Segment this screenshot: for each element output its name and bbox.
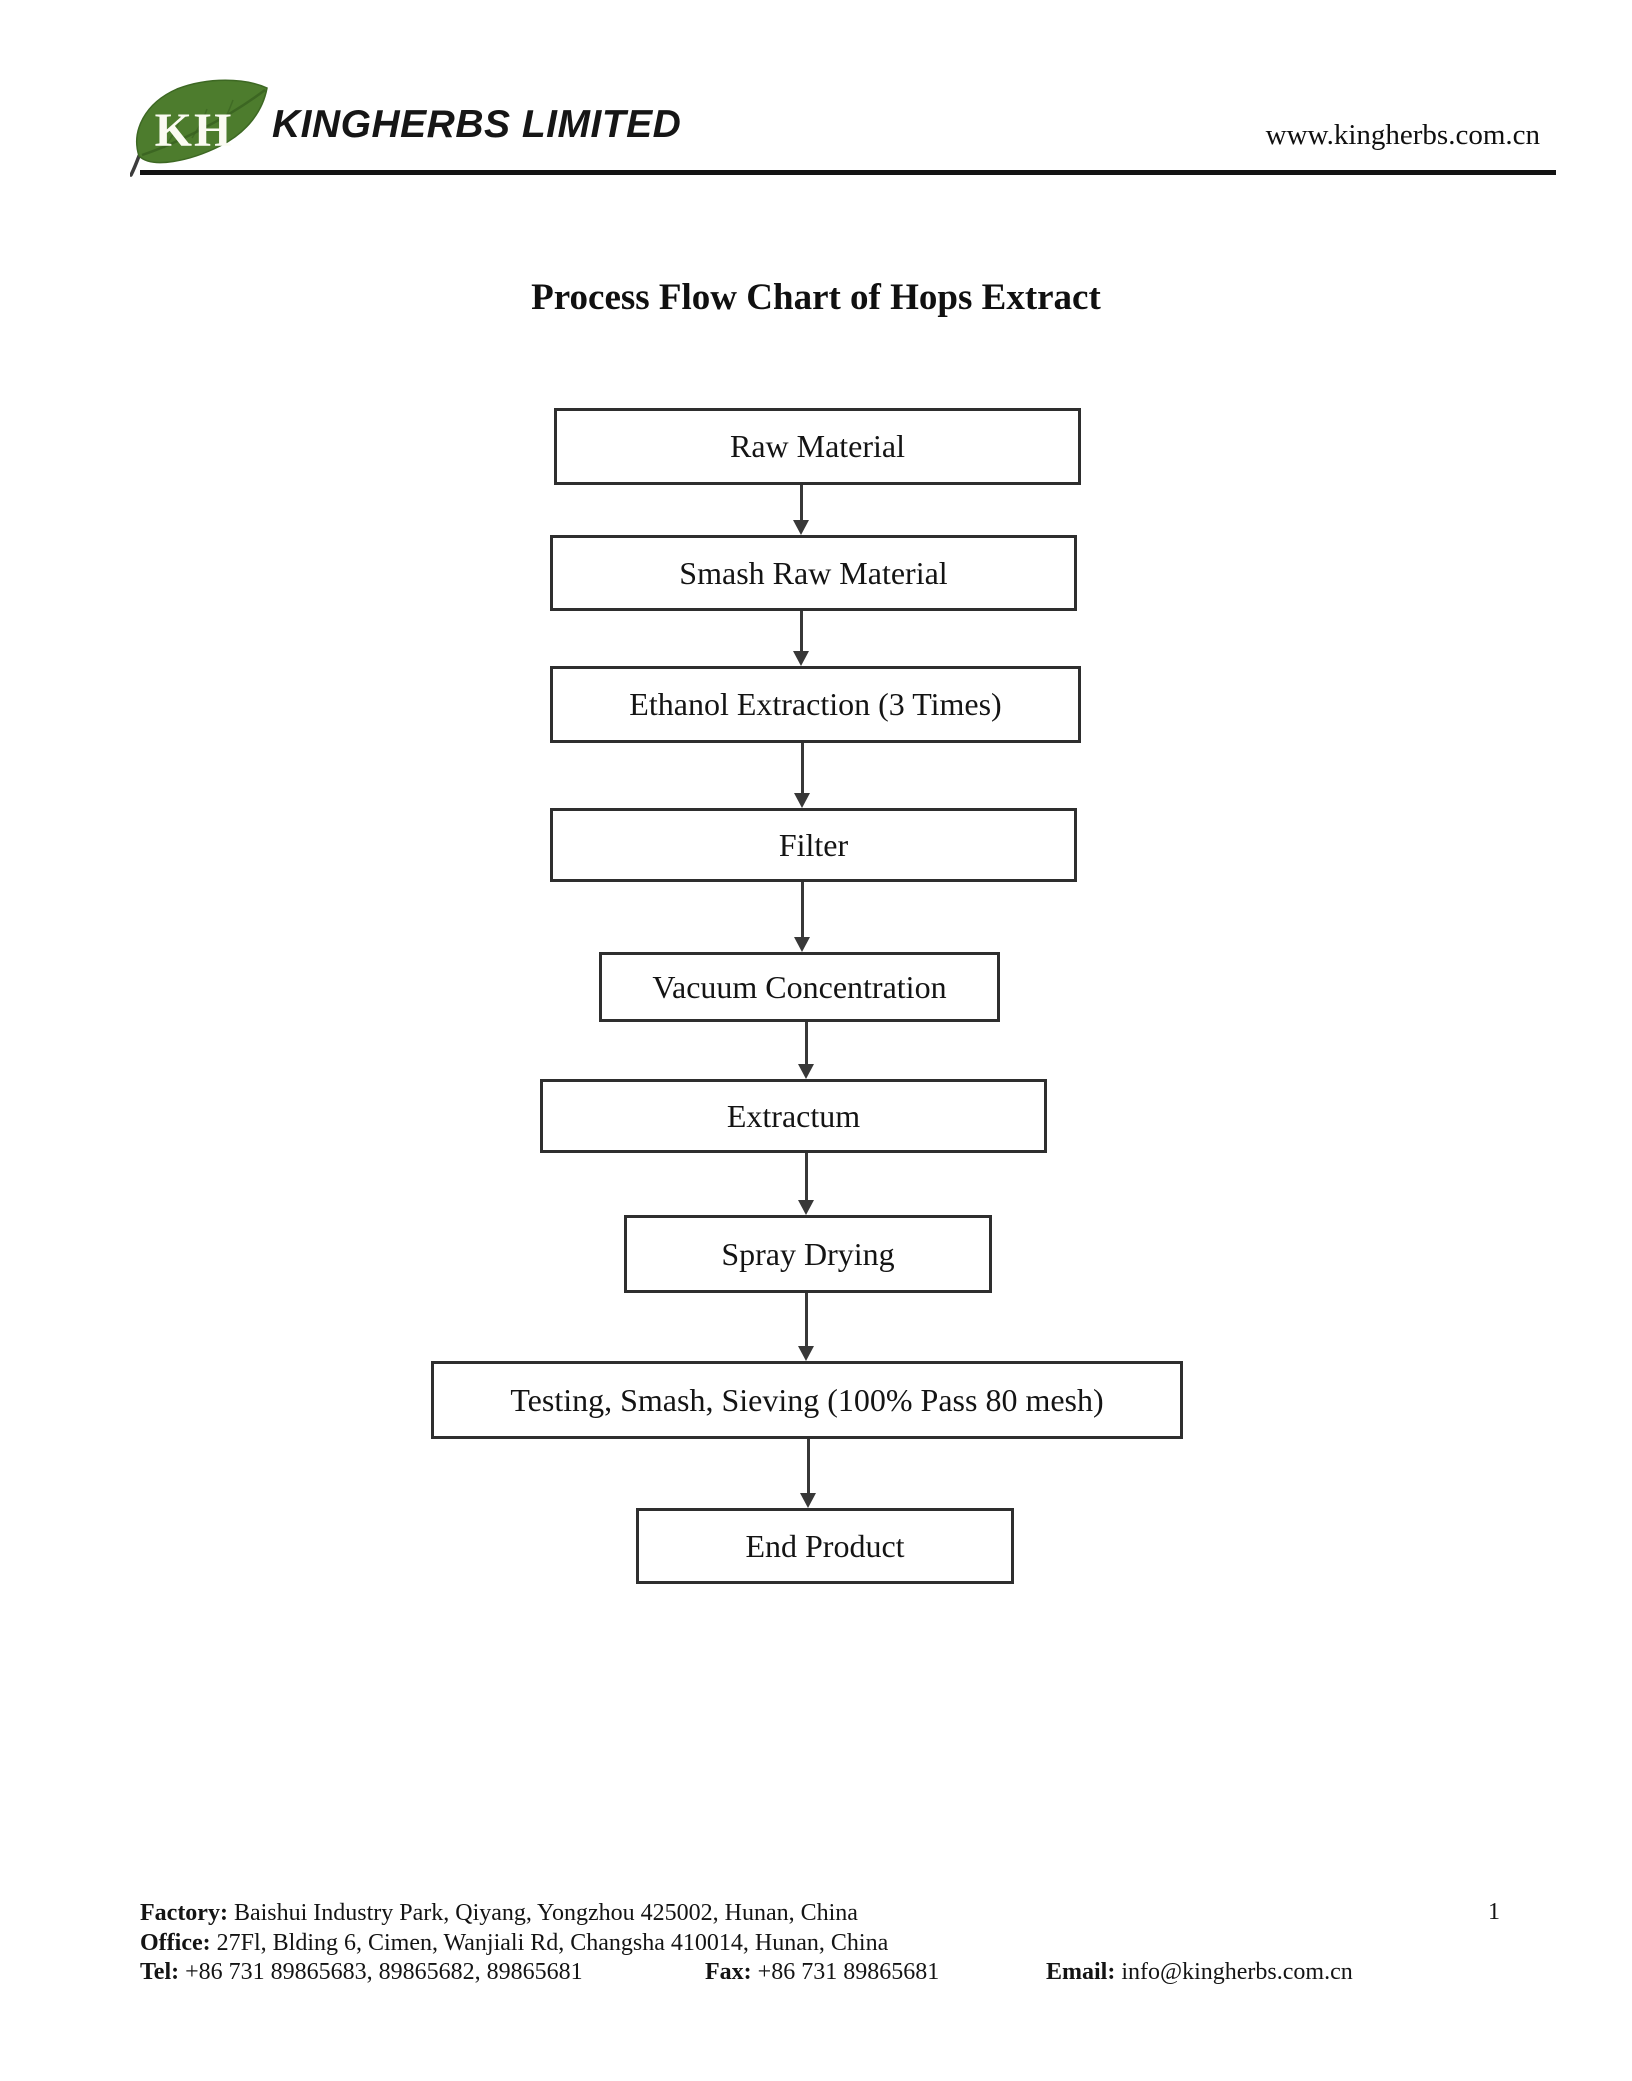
flow-arrow (798, 1022, 814, 1079)
office-value: 27Fl, Blding 6, Cimen, Wanjiali Rd, Chan… (216, 1929, 889, 1956)
flow-arrow (800, 1439, 816, 1508)
flow-step-end-product: End Product (636, 1508, 1014, 1584)
leaf-stem (130, 154, 141, 177)
factory-label: Factory: (140, 1900, 228, 1926)
flow-arrow (794, 882, 810, 952)
leaf-vein (141, 88, 266, 157)
email-label: Email: (1046, 1959, 1116, 1985)
leaf-side-veins (163, 99, 234, 149)
footer: Factory: Baishui Industry Park, Qiyang, … (140, 1899, 1470, 1988)
arrow-head-icon (793, 520, 809, 535)
logo-monogram: KH (155, 104, 234, 157)
kingherbs-leaf-logo: KH (130, 79, 268, 177)
flow-arrow (798, 1153, 814, 1215)
flow-step-ethanol-extraction: Ethanol Extraction (3 Times) (550, 666, 1081, 743)
arrow-line (804, 1153, 808, 1200)
footer-factory-line: Factory: Baishui Industry Park, Qiyang, … (140, 1899, 1470, 1929)
flow-step-extractum: Extractum (540, 1079, 1047, 1153)
tel-segment: Tel: +86 731 89865683, 89865682, 8986568… (140, 1958, 583, 1988)
arrow-head-icon (800, 1493, 816, 1508)
tel-value: +86 731 89865683, 89865682, 89865681 (185, 1959, 583, 1985)
arrow-line (804, 1022, 808, 1064)
arrow-line (799, 611, 803, 651)
website-url: www.kingherbs.com.cn (1265, 119, 1540, 151)
fax-segment: Fax: +86 731 89865681 (705, 1958, 939, 1988)
flow-step-vacuum-concentration: Vacuum Concentration (599, 952, 1000, 1022)
flow-step-smash-raw-material: Smash Raw Material (550, 535, 1077, 611)
tel-label: Tel: (140, 1959, 180, 1985)
fax-label: Fax: (705, 1959, 752, 1985)
arrow-line (800, 882, 804, 937)
page-number: 1 (1488, 1899, 1500, 1925)
footer-contact-line: Tel: +86 731 89865683, 89865682, 8986568… (140, 1958, 1470, 1988)
header-divider (140, 170, 1556, 175)
arrow-head-icon (798, 1346, 814, 1361)
arrow-head-icon (794, 937, 810, 952)
company-name: KINGHERBS LIMITED (272, 103, 682, 146)
flow-arrow (793, 485, 809, 535)
arrow-head-icon (793, 651, 809, 666)
footer-office-line: Office: 27Fl, Blding 6, Cimen, Wanjiali … (140, 1929, 1470, 1959)
arrow-line (800, 743, 804, 793)
arrow-line (804, 1293, 808, 1346)
arrow-head-icon (798, 1064, 814, 1079)
flow-step-raw-material: Raw Material (554, 408, 1081, 485)
fax-value: +86 731 89865681 (757, 1959, 940, 1985)
email-segment: Email: info@kingherbs.com.cn (1046, 1958, 1353, 1988)
arrow-line (799, 485, 803, 520)
flow-step-testing-smash-sieving: Testing, Smash, Sieving (100% Pass 80 me… (431, 1361, 1183, 1439)
factory-value: Baishui Industry Park, Qiyang, Yongzhou … (233, 1900, 858, 1926)
arrow-head-icon (798, 1200, 814, 1215)
flow-arrow (794, 743, 810, 808)
email-value: info@kingherbs.com.cn (1121, 1959, 1353, 1985)
arrow-head-icon (794, 793, 810, 808)
flow-step-filter: Filter (550, 808, 1077, 882)
flow-step-spray-drying: Spray Drying (624, 1215, 992, 1293)
office-label: Office: (140, 1929, 211, 1956)
flow-arrow (798, 1293, 814, 1361)
arrow-line (806, 1439, 810, 1493)
flow-arrow (793, 611, 809, 666)
page-title: Process Flow Chart of Hops Extract (531, 277, 1101, 318)
